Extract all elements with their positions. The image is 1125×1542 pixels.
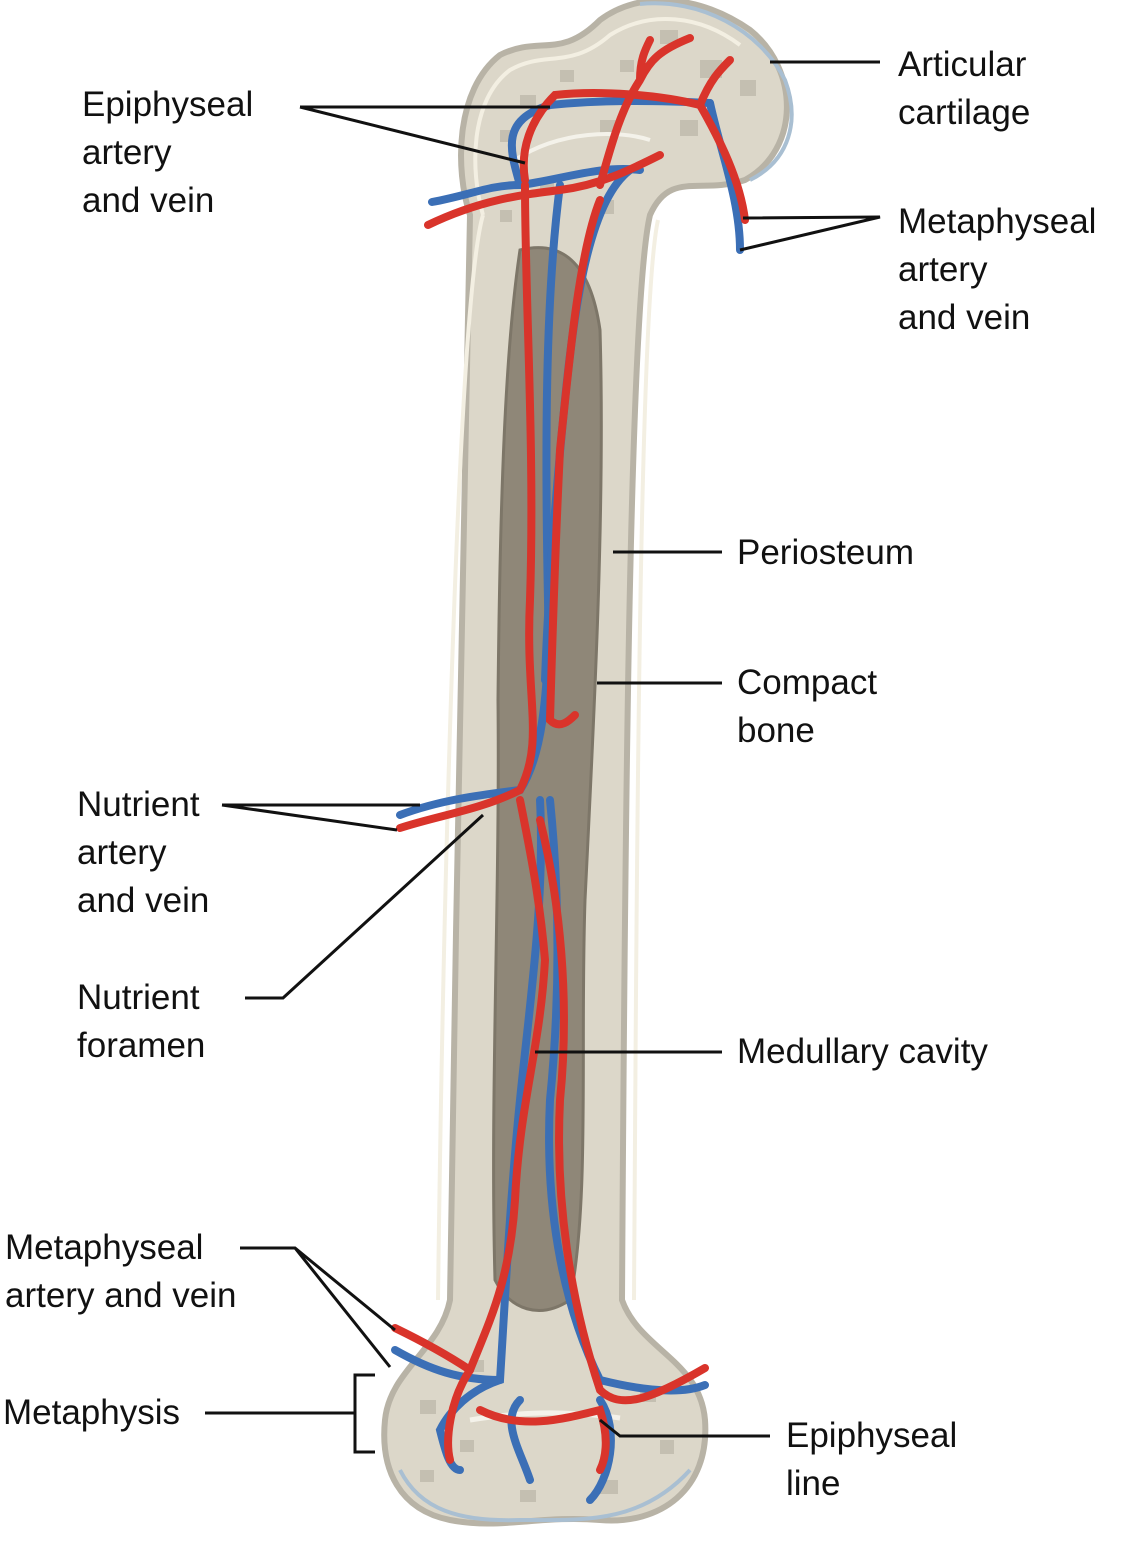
- label-line: Medullary cavity: [737, 1032, 988, 1071]
- label-line: Metaphysis: [3, 1393, 181, 1432]
- label-medullary-cavity: Medullary cavity: [737, 1028, 988, 1076]
- label-line: Articular: [898, 45, 1027, 84]
- label-articular-cartilage: Articular cartilage: [898, 41, 1030, 137]
- label-line: artery: [898, 250, 988, 289]
- label-metaphysis: Metaphysis: [3, 1389, 180, 1437]
- label-line: and vein: [898, 298, 1031, 337]
- label-line: artery: [77, 833, 167, 872]
- label-line: foramen: [77, 1026, 206, 1065]
- arteries: [391, 34, 749, 1474]
- label-line: Nutrient: [77, 785, 200, 824]
- label-compact-bone: Compact bone: [737, 659, 877, 755]
- label-nutrient-foramen: Nutrient foramen: [77, 974, 205, 1070]
- label-line: Epiphyseal: [786, 1416, 958, 1455]
- label-nutrient-artery-vein: Nutrient artery and vein: [77, 781, 209, 925]
- label-metaphyseal-artery-vein-bottom: Metaphyseal artery and vein: [5, 1224, 237, 1320]
- label-line: artery: [82, 133, 172, 172]
- label-line: Compact: [737, 663, 878, 702]
- articular-cartilage: [639, 1, 794, 182]
- epiphyseal-line-top: [513, 132, 651, 162]
- label-line: line: [786, 1464, 841, 1503]
- label-line: Metaphyseal: [5, 1228, 204, 1267]
- label-line: cartilage: [898, 93, 1031, 132]
- leader-lines: [205, 60, 881, 1454]
- label-line: and vein: [77, 881, 210, 920]
- label-epiphyseal-artery-vein: Epiphyseal artery and vein: [82, 81, 253, 225]
- label-line: bone: [737, 711, 815, 750]
- label-metaphyseal-artery-vein-top: Metaphyseal artery and vein: [898, 198, 1096, 342]
- label-line: artery and vein: [5, 1276, 237, 1315]
- label-periosteum: Periosteum: [737, 529, 914, 577]
- label-line: and vein: [82, 181, 215, 220]
- articular-cartilage-bottom: [398, 1468, 692, 1523]
- label-line: Nutrient: [77, 978, 200, 1017]
- label-line: Metaphyseal: [898, 202, 1097, 241]
- label-epiphyseal-line: Epiphyseal line: [786, 1412, 957, 1508]
- label-line: Periosteum: [737, 533, 915, 572]
- periosteum-line: [436, 17, 742, 1301]
- label-line: Epiphyseal: [82, 85, 254, 124]
